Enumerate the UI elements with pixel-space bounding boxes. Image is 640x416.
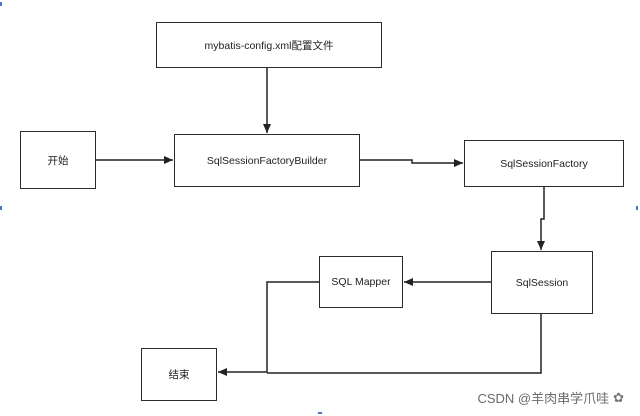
node-sql-mapper: SQL Mapper	[319, 256, 403, 308]
node-mybatis-config-label: mybatis-config.xml配置文件	[204, 39, 334, 52]
node-sqlsessionfactorybuilder: SqlSessionFactoryBuilder	[174, 134, 360, 187]
node-sqlsession: SqlSession	[491, 251, 593, 314]
node-end-label: 结束	[168, 369, 190, 381]
node-sqlsessionfactorybuilder-label: SqlSessionFactoryBuilder	[206, 154, 328, 167]
edge-builder-to-factory	[360, 159, 463, 167]
flower-icon: ✿	[613, 389, 624, 405]
node-mybatis-config: mybatis-config.xml配置文件	[156, 22, 382, 68]
node-start-label: 开始	[47, 154, 69, 167]
canvas-corner-marker	[0, 2, 2, 6]
node-start: 开始	[20, 131, 96, 189]
node-sql-mapper-label: SQL Mapper	[331, 276, 391, 288]
node-sqlsessionfactory: SqlSessionFactory	[464, 140, 624, 187]
node-sqlsession-label: SqlSession	[515, 276, 569, 289]
canvas-edge-marker	[0, 206, 2, 210]
edge-factory-to-session	[537, 187, 545, 250]
node-sqlsessionfactory-label: SqlSessionFactory	[500, 157, 588, 170]
canvas-bottom-marker	[318, 412, 322, 414]
node-end: 结束	[141, 348, 217, 401]
edge-mapper-to-end	[218, 281, 319, 376]
watermark: CSDN @羊肉串学爪哇 ✿	[477, 388, 624, 407]
watermark-text: CSDN @羊肉串学爪哇	[477, 391, 610, 406]
edge-session-to-end	[267, 314, 542, 374]
canvas-right-marker	[636, 206, 638, 210]
